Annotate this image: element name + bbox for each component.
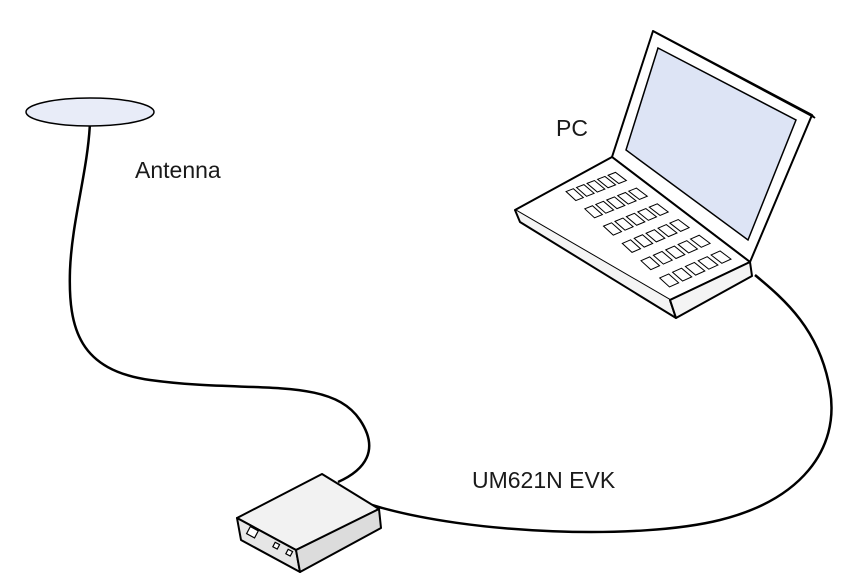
keyboard-key — [621, 239, 642, 253]
keyboard-key — [616, 191, 638, 205]
keyboard-key — [636, 207, 658, 221]
keyboard-key — [627, 187, 649, 201]
evk-label: UM621N EVK — [472, 467, 616, 493]
antenna-label: Antenna — [135, 157, 221, 183]
pc-label: PC — [556, 115, 588, 141]
keyboard-key — [710, 250, 732, 264]
keyboard-key — [684, 261, 706, 276]
keyboard-key — [596, 175, 617, 189]
keyboard-key — [658, 273, 680, 288]
keyboard-key — [652, 250, 674, 265]
keyboard-key — [614, 217, 635, 231]
keyboard-key — [594, 200, 615, 214]
keyboard-key — [664, 245, 686, 260]
antenna-cable — [68, 121, 371, 484]
keyboard-key — [697, 256, 719, 270]
laptop-icon — [514, 30, 816, 319]
keyboard-key — [602, 222, 623, 236]
evk-device-icon — [236, 473, 382, 573]
keyboard-key — [586, 179, 606, 193]
keyboard-key — [625, 212, 646, 226]
keyboard-key — [648, 203, 670, 216]
keyboard-key — [605, 196, 626, 210]
keyboard-key — [677, 240, 699, 254]
keyboard-key — [689, 234, 712, 248]
keyboard-key — [565, 188, 585, 202]
keyboard-key — [607, 171, 628, 185]
keyboard-key — [645, 229, 666, 243]
keyboard-key — [583, 205, 604, 219]
keyboard-key — [668, 218, 691, 232]
antenna-icon — [25, 97, 155, 127]
keyboard-key — [640, 256, 661, 271]
keyboard-key — [657, 224, 678, 238]
keyboard-key — [575, 184, 596, 197]
keyboard-key — [633, 234, 654, 248]
usb-cable — [371, 274, 833, 534]
keyboard-key — [671, 267, 693, 282]
